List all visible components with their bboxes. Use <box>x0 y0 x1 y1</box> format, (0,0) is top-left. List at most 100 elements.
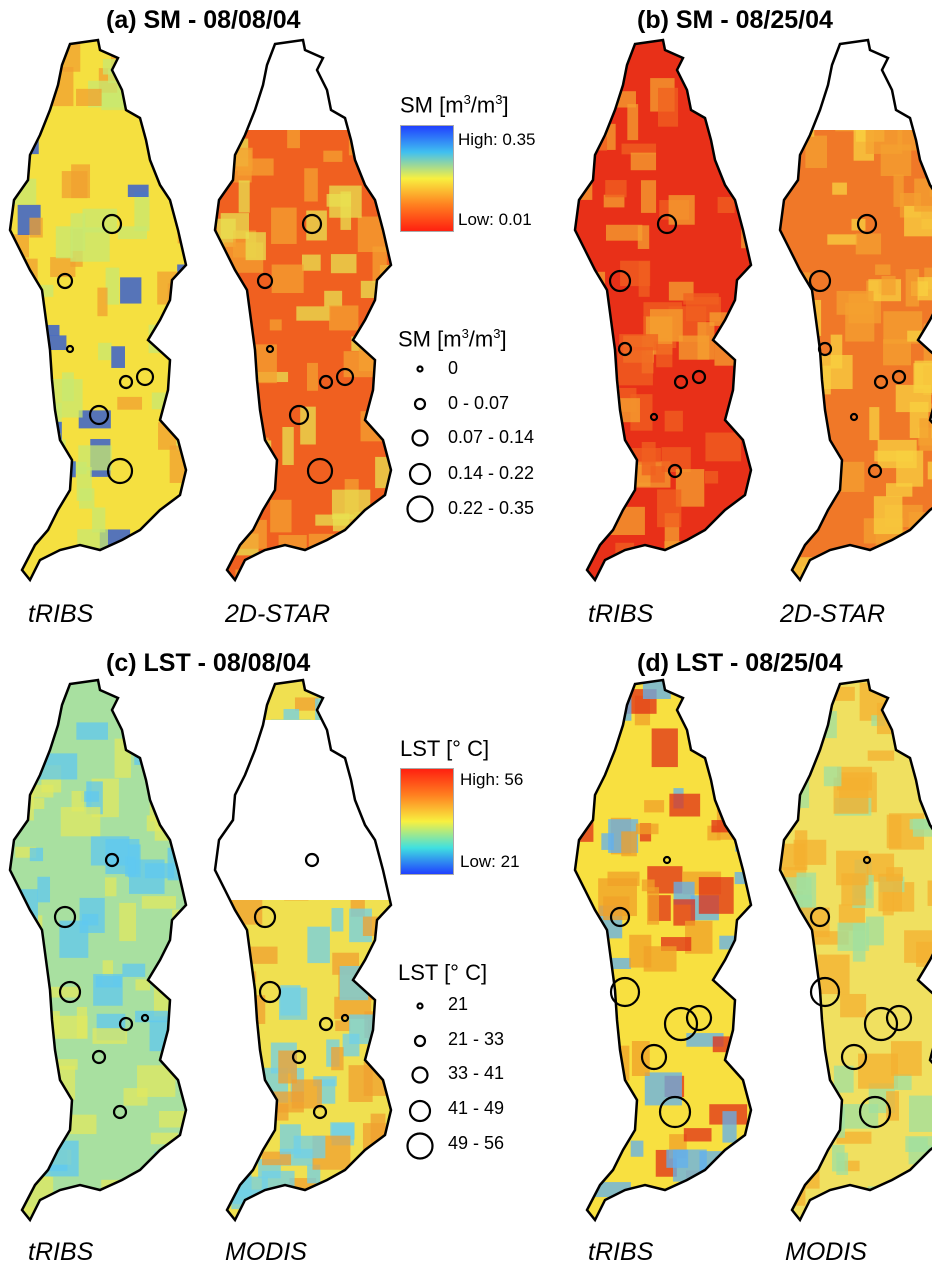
map-patch <box>340 191 351 229</box>
map-patch <box>33 40 62 53</box>
map-patch <box>210 143 237 158</box>
map-patch <box>572 810 593 842</box>
map-patch <box>882 276 896 295</box>
map-patch <box>272 265 304 293</box>
map-patch <box>362 577 374 603</box>
map-patch <box>772 159 791 182</box>
lst-class-2: 33 - 41 <box>448 1063 504 1084</box>
map-patch <box>669 195 695 225</box>
map-patch <box>340 966 369 1000</box>
map-patch <box>97 288 107 317</box>
map-patch <box>302 255 321 271</box>
map-patch <box>915 1216 928 1234</box>
map-patch <box>585 755 597 766</box>
map-patch <box>715 1157 737 1172</box>
map-patch <box>840 994 866 1017</box>
map-patch <box>570 106 589 117</box>
map-patch <box>29 218 42 238</box>
map-patch <box>705 433 741 462</box>
map-patch <box>122 964 145 977</box>
map-patch <box>775 1145 794 1177</box>
map-patch <box>838 923 870 951</box>
map-patch <box>604 504 616 518</box>
map-patch <box>117 397 142 410</box>
map-patch <box>350 1193 381 1211</box>
map-patch <box>923 147 932 171</box>
map-patch <box>705 471 718 484</box>
map-patch <box>596 707 616 738</box>
map-patch <box>612 958 631 969</box>
map-patch <box>371 983 401 1000</box>
map-patch <box>569 414 581 451</box>
map-patch <box>217 438 253 472</box>
map-patch <box>331 254 357 273</box>
map-patch <box>799 1099 811 1130</box>
map-patch <box>901 43 928 79</box>
map-patch <box>62 171 88 198</box>
sm-legend-circle-2 <box>413 431 428 446</box>
map-patch <box>699 877 734 914</box>
map-patch <box>77 467 92 501</box>
map-patch <box>4 330 39 365</box>
map-patch <box>906 269 919 306</box>
map-patch <box>683 293 718 304</box>
lst-low-label: Low: 21 <box>460 852 520 872</box>
panel-b-title: (b) SM - 08/25/04 <box>637 6 833 35</box>
map-patch <box>911 77 932 113</box>
map-patch <box>284 709 300 719</box>
map-patch <box>179 347 192 362</box>
map-patch <box>178 733 192 744</box>
map-patch <box>665 411 683 432</box>
map-patch <box>17 77 33 96</box>
map-patch <box>692 704 718 719</box>
map-patch <box>134 192 149 232</box>
map-patch <box>270 319 282 330</box>
map-patch <box>652 728 678 767</box>
map-patch <box>719 936 740 950</box>
map-patch <box>155 1152 175 1178</box>
sm-class-0: 0 <box>448 358 458 379</box>
map-patch <box>869 407 879 440</box>
map-patch <box>348 753 374 782</box>
map-patch <box>893 175 903 207</box>
map-patch <box>832 183 847 195</box>
label-b-right: 2D-STAR <box>780 600 885 629</box>
map-patch <box>218 1037 235 1061</box>
map-patch <box>642 442 656 475</box>
map-patch <box>141 47 158 61</box>
label-d-right: MODIS <box>785 1238 867 1267</box>
map-a-tribs <box>0 40 200 600</box>
map-patch <box>883 892 894 915</box>
map-patch <box>330 716 346 753</box>
sm-color-ramp <box>400 125 454 232</box>
map-patch <box>170 937 196 968</box>
sm-class-circles <box>400 355 440 525</box>
map-patch <box>3 998 17 1036</box>
map-patch <box>220 1067 253 1094</box>
map-patch <box>674 547 692 581</box>
map-patch <box>875 264 890 274</box>
map-patch <box>212 490 231 526</box>
map-patch <box>758 169 768 184</box>
map-patch <box>789 396 805 413</box>
lst-legend-circle-3 <box>410 1101 430 1121</box>
map-patch <box>220 1005 237 1030</box>
map-patch <box>775 1076 796 1092</box>
map-patch <box>295 697 318 710</box>
map-patch <box>270 500 291 533</box>
map-patch <box>730 399 762 413</box>
map-patch <box>32 798 45 809</box>
map-patch <box>874 496 903 534</box>
lst-class-1: 21 - 33 <box>448 1029 504 1050</box>
map-patch <box>65 1199 77 1219</box>
map-patch <box>774 498 800 525</box>
map-patch <box>280 985 300 1015</box>
map-patch <box>747 855 765 890</box>
map-patch <box>644 800 664 812</box>
map-patch <box>230 690 247 725</box>
map-patch <box>636 824 659 835</box>
map-patch <box>254 571 294 587</box>
map-patch <box>183 914 198 928</box>
map-patch <box>586 1088 597 1118</box>
map-patch <box>573 299 586 331</box>
